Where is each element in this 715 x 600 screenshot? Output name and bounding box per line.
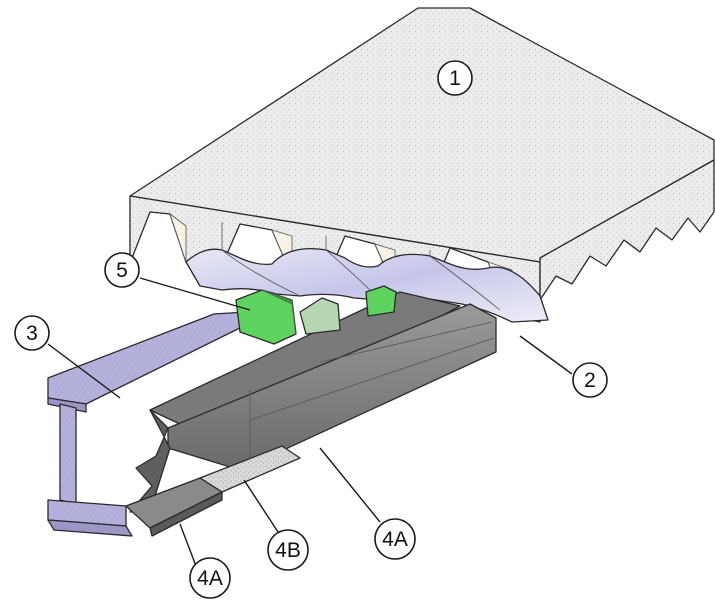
callout-label-infill: 5 [116,259,128,282]
callout-label-board-outer: 4A [382,528,408,551]
decking-sheet [185,247,549,323]
callout-5: 5 [104,252,140,288]
slab-side-face [539,159,715,301]
leader-lines [47,277,573,567]
infill-blocks [235,285,397,345]
callout-4b: 4B [267,529,309,571]
leader-board-bottom [243,479,279,533]
callout-label-beam: 3 [26,322,38,345]
callout-3: 3 [14,315,50,351]
beam-web [59,403,77,505]
fire-protection-boards [125,291,497,537]
callout-2: 2 [572,362,608,398]
leader-beam [47,343,121,399]
leader-decking [519,335,573,375]
leader-board-outer [319,447,381,523]
leader-board-lower [179,523,197,567]
callout-4a-lower: 4A [189,557,231,599]
leader-infill [139,277,251,311]
profiled-steel-decking [185,247,549,323]
callout-label-board-lower: 4A [197,567,223,590]
callout-label-board-bottom: 4B [275,539,301,562]
callout-4a-outer: 4A [374,518,416,560]
callout-label-slab: 1 [449,67,461,90]
callout-1: 1 [437,60,473,96]
infill-block-right [365,285,397,317]
callout-label-decking: 2 [584,369,596,392]
infill-block-middle [299,297,341,335]
steel-i-beam [47,311,253,537]
